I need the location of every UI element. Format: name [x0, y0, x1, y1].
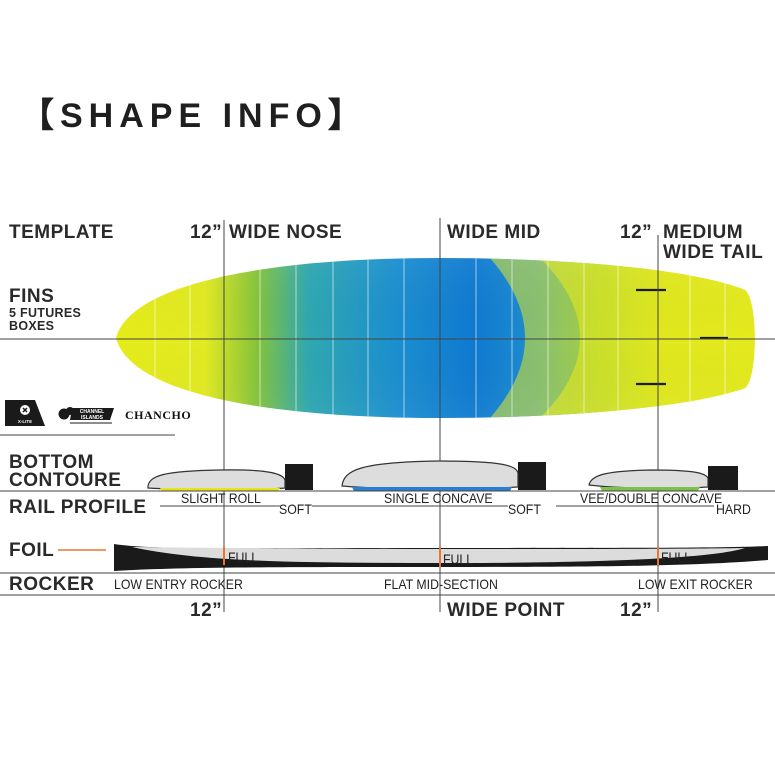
- svg-text:ISLANDS: ISLANDS: [81, 415, 104, 421]
- fins-detail-2: BOXES: [9, 319, 55, 333]
- fin-markers: [636, 288, 728, 386]
- foil-tail-value: FULL: [661, 549, 692, 565]
- xlite-logo-text: X-LITE: [18, 419, 32, 424]
- bottom-nose-measure: 12”: [190, 600, 223, 621]
- rail-nose-value: SOFT: [279, 501, 312, 517]
- bottom-nose-value: SLIGHT ROLL: [181, 490, 261, 506]
- wide-nose-label: WIDE NOSE: [229, 222, 343, 243]
- bottom-tail-measure: 12”: [620, 600, 653, 621]
- rail-tail-value: HARD: [716, 501, 751, 517]
- svg-text:CHANNEL: CHANNEL: [80, 409, 104, 415]
- tail-measure: 12”: [620, 222, 653, 243]
- surfboard-outline: [116, 258, 755, 418]
- fins-label: FINS: [9, 286, 55, 307]
- wide-point-label: WIDE POINT: [447, 600, 565, 621]
- chancho-logo: CHANCHO: [125, 408, 192, 422]
- channel-islands-logo: CHANNEL ISLANDS: [56, 404, 116, 426]
- foil-label: FOIL: [9, 540, 55, 561]
- foil-nose-value: FULL: [228, 549, 259, 565]
- rocker-nose-value: LOW ENTRY ROCKER: [114, 576, 243, 592]
- bottom-label-1: BOTTOM: [9, 452, 94, 473]
- nose-measure: 12”: [190, 222, 223, 243]
- bottom-label-2: CONTOURE: [9, 470, 122, 491]
- bottom-tail-value: VEE/DOUBLE CONCAVE: [580, 490, 723, 506]
- rocker-label: ROCKER: [9, 574, 95, 595]
- foil-profile: [114, 544, 768, 571]
- bottom-mid-value: SINGLE CONCAVE: [384, 490, 493, 506]
- tail-label-1: MEDIUM: [663, 222, 744, 243]
- rocker-tail-value: LOW EXIT ROCKER: [638, 576, 753, 592]
- foil-mid-value: FULL: [443, 551, 474, 567]
- rail-label: RAIL PROFILE: [9, 497, 147, 518]
- wide-mid-label: WIDE MID: [447, 222, 541, 243]
- rail-mid-value: SOFT: [508, 501, 541, 517]
- xlite-logo: X-LITE: [5, 398, 45, 428]
- tail-label-2: WIDE TAIL: [663, 242, 764, 263]
- page-title: 【SHAPE INFO】: [20, 97, 368, 135]
- template-label: TEMPLATE: [9, 222, 114, 243]
- fins-detail-1: 5 FUTURES: [9, 306, 82, 320]
- rocker-mid-value: FLAT MID-SECTION: [384, 576, 498, 592]
- bottom-contour-sections: [147, 460, 738, 491]
